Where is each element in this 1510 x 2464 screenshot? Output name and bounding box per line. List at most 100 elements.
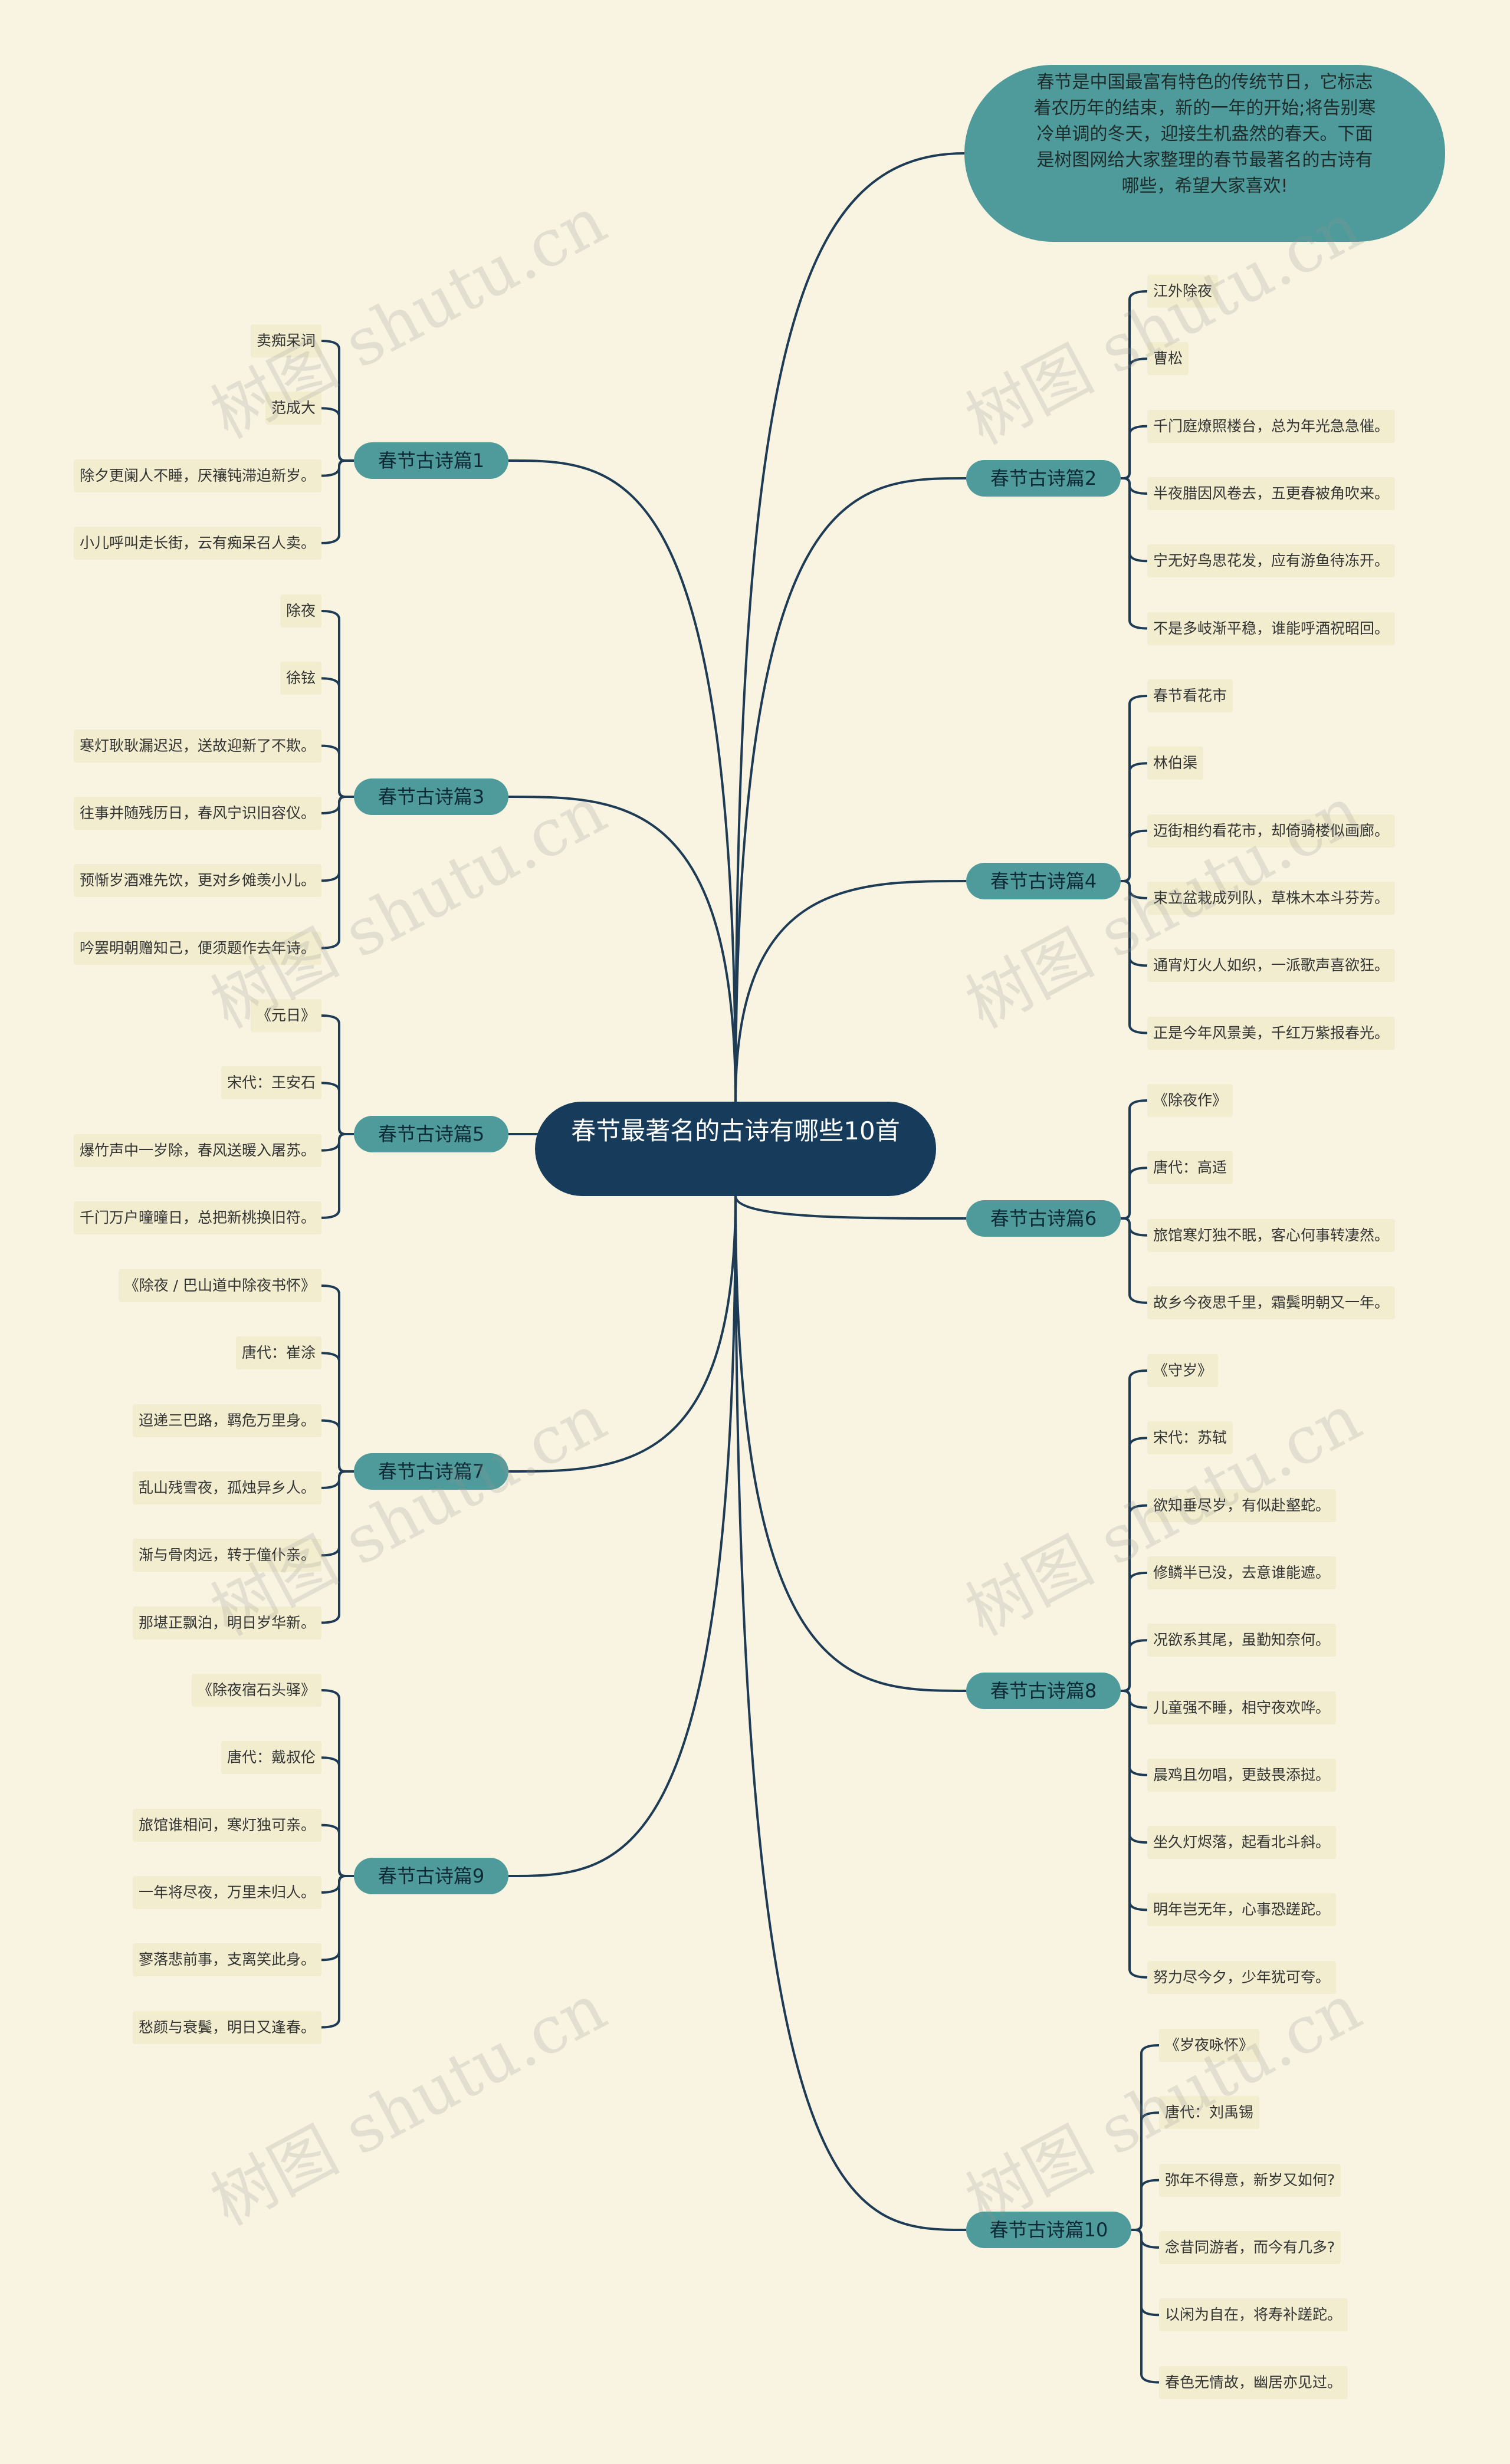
leaf-branch9-6[interactable]: 愁颜与衰鬓，明日又逢春。	[132, 2010, 321, 2044]
connector-leaf-2-3	[1121, 425, 1148, 479]
connector-leaf-8-7	[1121, 1690, 1148, 1776]
leaf-branch7-6[interactable]: 那堪正飘泊，明日岁华新。	[132, 1606, 321, 1640]
leaf-branch1-1[interactable]: 卖痴呆词	[250, 324, 321, 357]
leaf-branch2-1[interactable]: 江外除夜	[1147, 275, 1219, 308]
branch-topic-7[interactable]: 春节古诗篇7	[354, 1453, 508, 1490]
leaf-branch8-9[interactable]: 明年岂无年，心事恐蹉跎。	[1147, 1893, 1337, 1927]
leaf-branch3-5[interactable]: 预惭岁酒难先饮，更对乡傩羡小儿。	[73, 864, 321, 898]
leaf-branch5-2[interactable]: 宋代：王安石	[221, 1066, 321, 1100]
leaf-branch8-4[interactable]: 修鳞半已没，去意谁能遮。	[1147, 1556, 1337, 1589]
connector-leaf-9-4	[321, 1875, 354, 1894]
leaf-branch7-1[interactable]: 《除夜 / 巴山道中除夜书怀》	[118, 1269, 321, 1302]
connector-branch-1	[508, 459, 737, 1102]
leaf-branch3-6[interactable]: 吟罢明朝赠知己，便须题作去年诗。	[73, 931, 321, 965]
leaf-branch7-3[interactable]: 迢递三巴路，羁危万里身。	[132, 1404, 321, 1437]
leaf-branch2-6[interactable]: 不是多岐渐平稳，谁能呼酒祝昭回。	[1147, 612, 1396, 645]
connector-leaf-3-1	[321, 610, 354, 798]
connector-branch-10	[734, 1195, 967, 2231]
leaf-branch2-3[interactable]: 千门庭燎照楼台，总为年光急急催。	[1147, 409, 1396, 443]
leaf-branch7-2[interactable]: 唐代：崔涂	[235, 1336, 321, 1370]
leaf-branch10-3[interactable]: 弥年不得意，新岁又如何?	[1159, 2163, 1341, 2197]
connector-leaf-10-1	[1131, 2044, 1160, 2231]
branch-topic-6[interactable]: 春节古诗篇6	[966, 1200, 1121, 1237]
connector-leaf-4-3	[1121, 829, 1148, 882]
leaf-branch3-4[interactable]: 往事并随残历日，春风宁识旧容仪。	[73, 796, 321, 830]
leaf-branch8-8[interactable]: 坐久灯烬落，起看北斗斜。	[1147, 1826, 1337, 1860]
connector-leaf-4-2	[1121, 762, 1148, 882]
connector-branch-2	[734, 477, 967, 1102]
leaf-branch6-2[interactable]: 唐代：高适	[1147, 1151, 1233, 1185]
leaf-branch9-3[interactable]: 旅馆谁相问，寒灯独可亲。	[132, 1808, 321, 1842]
branch-topic-1[interactable]: 春节古诗篇1	[354, 442, 508, 479]
leaf-branch4-5[interactable]: 通宵灯火人如织，一派歌声喜欲狂。	[1147, 949, 1396, 983]
intro-bubble[interactable]: 春节是中国最富有特色的传统节日，它标志着农历年的结束，新的一年的开始;将告别寒冷…	[964, 65, 1445, 242]
leaf-branch2-5[interactable]: 宁无好鸟思花发，应有游鱼待冻开。	[1147, 544, 1396, 578]
leaf-branch5-1[interactable]: 《元日》	[250, 999, 321, 1032]
branch-topic-9[interactable]: 春节古诗篇9	[354, 1858, 508, 1894]
branch-topic-8[interactable]: 春节古诗篇8	[966, 1673, 1121, 1709]
connector-leaf-4-4	[1121, 880, 1148, 899]
branch-topic-5[interactable]: 春节古诗篇5	[354, 1116, 508, 1152]
leaf-branch4-2[interactable]: 林伯渠	[1147, 747, 1204, 780]
leaf-branch3-3[interactable]: 寒灯耿耿漏迟迟，送故迎新了不欺。	[73, 729, 321, 763]
connector-leaf-5-3	[321, 1133, 354, 1152]
leaf-branch4-6[interactable]: 正是今年风景美，千红万紫报春光。	[1147, 1016, 1396, 1050]
leaf-branch8-3[interactable]: 欲知垂尽岁，有似赴壑蛇。	[1147, 1489, 1337, 1522]
leaf-branch8-5[interactable]: 况欲系其尾，虽勤知奈何。	[1147, 1624, 1337, 1657]
connector-leaf-10-3	[1131, 2179, 1160, 2231]
leaf-branch3-1[interactable]: 除夜	[280, 594, 321, 628]
leaf-branch3-2[interactable]: 徐铉	[280, 662, 321, 695]
leaf-branch5-3[interactable]: 爆竹声中一岁除，春风送暖入屠苏。	[73, 1134, 321, 1167]
leaf-branch9-4[interactable]: 一年将尽夜，万里未归人。	[132, 1875, 321, 1909]
branch-topic-2[interactable]: 春节古诗篇2	[966, 460, 1121, 497]
connector-leaf-6-2	[1121, 1167, 1148, 1220]
leaf-branch9-5[interactable]: 寥落悲前事，支离笑此身。	[132, 1943, 321, 1977]
connector-leaf-8-9	[1121, 1690, 1148, 1911]
leaf-branch10-5[interactable]: 以闲为自在，将寿补蹉跎。	[1159, 2298, 1348, 2332]
leaf-branch9-2[interactable]: 唐代：戴叔伦	[221, 1741, 321, 1775]
connector-leaf-10-2	[1131, 2111, 1160, 2231]
connector-leaf-8-5	[1121, 1639, 1148, 1692]
leaf-branch10-2[interactable]: 唐代：刘禹锡	[1159, 2096, 1260, 2130]
connector-leaf-8-10	[1121, 1690, 1148, 1979]
connector-leaf-5-1	[321, 1014, 354, 1135]
leaf-branch2-4[interactable]: 半夜腊因风卷去，五更春被角吹来。	[1147, 477, 1396, 510]
leaf-branch1-4[interactable]: 小儿呼叫走长街，云有痴呆召人卖。	[73, 526, 321, 560]
leaf-branch1-3[interactable]: 除夕更阑人不睡，厌禳钝滞迫新岁。	[73, 459, 321, 492]
leaf-branch8-6[interactable]: 儿童强不睡，相守夜欢哗。	[1147, 1691, 1337, 1724]
connector-leaf-1-4	[321, 459, 354, 544]
leaf-branch6-1[interactable]: 《除夜作》	[1147, 1084, 1233, 1117]
leaf-branch1-2[interactable]: 范成大	[265, 392, 321, 425]
leaf-branch4-4[interactable]: 束立盆栽成列队，草株木本斗芬芳。	[1147, 881, 1396, 915]
connector-leaf-9-1	[321, 1689, 354, 1877]
leaf-branch8-10[interactable]: 努力尽今夕，少年犹可夸。	[1147, 1960, 1337, 1994]
leaf-branch7-5[interactable]: 渐与骨肉远，转于僮仆亲。	[132, 1539, 321, 1572]
leaf-branch6-3[interactable]: 旅馆寒灯独不眠，客心何事转凄然。	[1147, 1218, 1396, 1252]
leaf-branch7-4[interactable]: 乱山残雪夜，孤烛异乡人。	[132, 1471, 321, 1504]
root-topic[interactable]: 春节最著名的古诗有哪些10首	[535, 1102, 936, 1196]
connector-leaf-3-6	[321, 796, 354, 950]
branch-topic-4[interactable]: 春节古诗篇4	[966, 863, 1121, 899]
connector-leaf-9-6	[321, 1875, 354, 2029]
branch-topic-10[interactable]: 春节古诗篇10	[966, 2212, 1131, 2248]
connector-leaf-3-4	[321, 796, 354, 814]
leaf-branch6-4[interactable]: 故乡今夜思千里，霜鬓明朝又一年。	[1147, 1286, 1396, 1319]
leaf-branch8-1[interactable]: 《守岁》	[1147, 1354, 1219, 1387]
leaf-branch2-2[interactable]: 曹松	[1147, 342, 1189, 376]
leaf-branch10-6[interactable]: 春色无情故，幽居亦见过。	[1159, 2366, 1348, 2399]
connector-leaf-10-6	[1131, 2229, 1160, 2384]
connector-branch-6	[734, 1195, 967, 1220]
leaf-branch8-2[interactable]: 宋代：苏轼	[1147, 1421, 1233, 1455]
connector-leaf-6-3	[1121, 1217, 1148, 1237]
leaf-branch4-1[interactable]: 春节看花市	[1147, 679, 1233, 712]
branch-topic-3[interactable]: 春节古诗篇3	[354, 778, 508, 815]
leaf-branch8-7[interactable]: 晨鸡且勿唱，更鼓畏添挝。	[1147, 1758, 1337, 1792]
leaf-branch4-3[interactable]: 迈街相约看花市，却倚骑楼似画廊。	[1147, 814, 1396, 847]
leaf-branch5-4[interactable]: 千门万户曈曈日，总把新桃换旧符。	[73, 1201, 321, 1234]
connector-branch-8	[734, 1195, 967, 1692]
leaf-branch10-1[interactable]: 《岁夜咏怀》	[1159, 2029, 1260, 2062]
connector-leaf-1-2	[321, 407, 354, 462]
leaf-branch10-4[interactable]: 念昔同游者，而今有几多?	[1159, 2230, 1341, 2264]
leaf-branch9-1[interactable]: 《除夜宿石头驿》	[191, 1674, 321, 1707]
connector-leaf-4-6	[1121, 880, 1148, 1034]
